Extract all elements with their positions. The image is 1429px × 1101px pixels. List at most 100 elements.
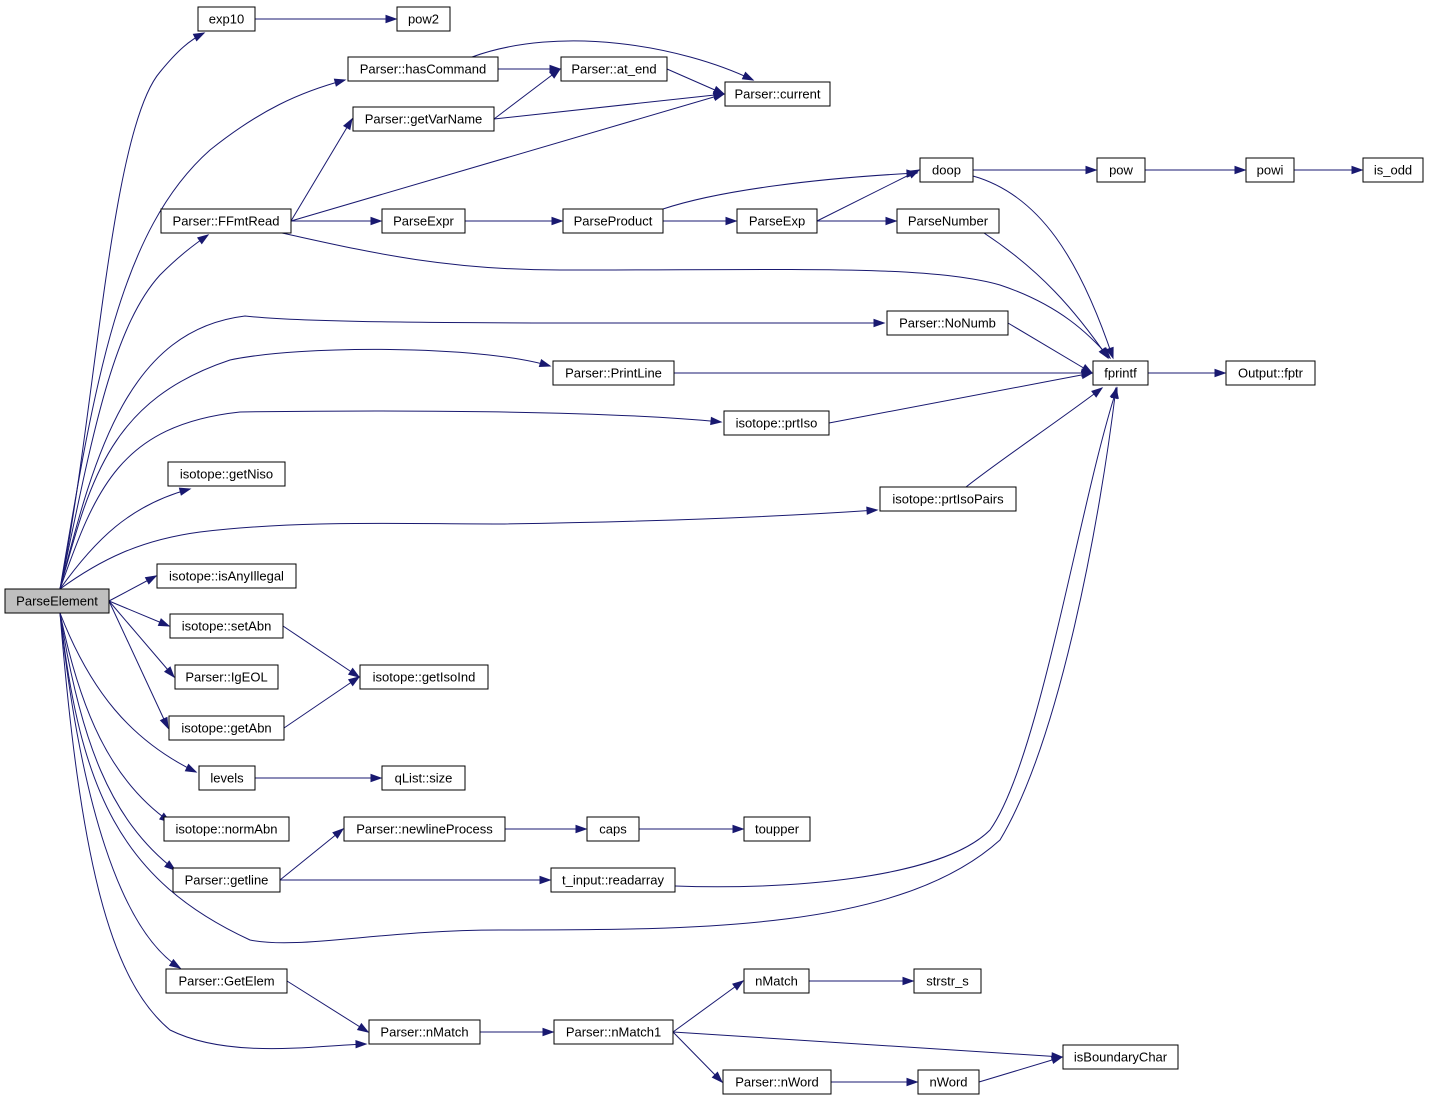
edge-getVarName-to-current <box>493 90 726 120</box>
node-label: ParseNumber <box>908 214 989 229</box>
node-exp10[interactable]: exp10 <box>197 6 256 32</box>
edge-GetElem-to-PnMatch <box>286 980 370 1033</box>
node-pow2[interactable]: pow2 <box>396 6 451 32</box>
arrowhead <box>1234 165 1247 175</box>
node-isboundarychar[interactable]: isBoundaryChar <box>1062 1044 1179 1070</box>
node-box <box>896 208 1000 234</box>
edge-ParseElement-to-levels <box>59 612 198 773</box>
edge-ParseElement-to-NoNumb <box>59 315 886 590</box>
node-fptr[interactable]: Output::fptr <box>1225 360 1316 386</box>
node-parseexpr[interactable]: ParseExpr <box>381 208 466 234</box>
node-powi[interactable]: powi <box>1245 157 1295 183</box>
node-printline[interactable]: Parser::PrintLine <box>552 360 675 386</box>
node-box <box>1096 157 1146 183</box>
node-hascommand[interactable]: Parser::hasCommand <box>347 56 499 82</box>
edge-NoNumb-to-fprintf <box>1007 322 1094 374</box>
node-label: Output::fptr <box>1238 366 1304 381</box>
node-pnword[interactable]: Parser::nWord <box>722 1069 832 1095</box>
arrowhead <box>332 828 345 839</box>
node-current[interactable]: Parser::current <box>724 81 831 107</box>
node-box <box>163 816 290 842</box>
node-parseexp[interactable]: ParseExp <box>736 208 818 234</box>
node-strstr_s[interactable]: strstr_s <box>913 968 982 994</box>
node-box <box>736 208 818 234</box>
node-box <box>879 486 1017 512</box>
node-box <box>550 867 676 893</box>
node-label: strstr_s <box>926 974 969 989</box>
edge-pow-to-powi <box>1145 165 1247 175</box>
arrowhead <box>1110 386 1119 399</box>
node-label: Parser::nWord <box>735 1075 819 1090</box>
node-setabn[interactable]: isotope::setAbn <box>169 613 284 639</box>
arrowhead <box>168 958 182 969</box>
edge-levels-to-qsize <box>255 773 383 783</box>
node-normabn[interactable]: isotope::normAbn <box>163 816 290 842</box>
node-pnmatch[interactable]: Parser::nMatch <box>368 1019 481 1045</box>
node-nword[interactable]: nWord <box>917 1069 980 1095</box>
arrowhead <box>1085 165 1098 175</box>
node-box <box>1062 1044 1179 1070</box>
node-box <box>723 410 830 436</box>
node-getline[interactable]: Parser::getline <box>172 867 281 893</box>
node-label: Parser::getVarName <box>365 112 483 127</box>
node-label: Parser::current <box>735 87 821 102</box>
arrowhead <box>551 216 564 226</box>
arrowhead <box>549 68 562 79</box>
node-box <box>396 6 451 32</box>
node-caps[interactable]: caps <box>586 816 640 842</box>
node-getvarname[interactable]: Parser::getVarName <box>352 106 495 132</box>
node-label: Parser::getline <box>185 873 269 888</box>
node-pow[interactable]: pow <box>1096 157 1146 183</box>
node-isanyillegal[interactable]: isotope::isAnyIllegal <box>156 563 297 589</box>
edge-ParseElement-to-FFmtRead <box>59 234 210 590</box>
arrowhead <box>713 90 726 100</box>
node-toupper[interactable]: toupper <box>743 816 811 842</box>
node-nmatch1[interactable]: Parser::nMatch1 <box>553 1019 674 1045</box>
node-box <box>586 816 640 842</box>
edge-ParseExp-to-ParseNumber <box>817 216 898 226</box>
node-getniso[interactable]: isotope::getNiso <box>167 461 286 487</box>
edge-ParseElement-to-fprintf <box>59 386 1119 944</box>
edge-nMatch1-to-PnWord <box>672 1031 724 1084</box>
node-parseelement[interactable]: ParseElement <box>4 588 110 614</box>
node-box <box>1362 157 1424 183</box>
node-box <box>722 1069 832 1095</box>
node-at_end[interactable]: Parser::at_end <box>560 56 668 82</box>
edge-prtIso-to-fprintf <box>828 370 1094 424</box>
node-label: qList::size <box>395 771 453 786</box>
node-igeol[interactable]: Parser::IgEOL <box>174 664 279 690</box>
node-getisoind[interactable]: isotope::getIsoInd <box>359 664 489 690</box>
node-is_odd[interactable]: is_odd <box>1362 157 1424 183</box>
node-nmatchfn[interactable]: nMatch <box>743 968 810 994</box>
node-box <box>172 867 281 893</box>
node-box <box>174 664 279 690</box>
edge-ParseElement-to-isAnyIllegal <box>108 575 158 602</box>
node-parsenumber[interactable]: ParseNumber <box>896 208 1000 234</box>
node-prtiso[interactable]: isotope::prtIso <box>723 410 830 436</box>
arrowhead <box>157 618 171 627</box>
node-getelem[interactable]: Parser::GetElem <box>165 968 288 994</box>
node-fprintf[interactable]: fprintf <box>1092 360 1149 386</box>
node-readarray[interactable]: t_input::readarray <box>550 867 676 893</box>
node-nonumb[interactable]: Parser::NoNumb <box>886 310 1009 336</box>
node-ffmtread[interactable]: Parser::FFmtRead <box>160 208 292 234</box>
arrowhead <box>1050 1056 1064 1065</box>
node-doop[interactable]: doop <box>919 157 974 183</box>
node-levels[interactable]: levels <box>198 765 256 791</box>
node-box <box>368 1019 481 1045</box>
arrowhead <box>370 773 383 783</box>
node-newlineprocess[interactable]: Parser::newlineProcess <box>343 816 506 842</box>
node-parseproduct[interactable]: ParseProduct <box>562 208 664 234</box>
edge-at_end-to-current <box>666 68 726 95</box>
node-prtisopairs[interactable]: isotope::prtIsoPairs <box>879 486 1017 512</box>
node-label: ParseExp <box>749 214 805 229</box>
edge-powi-to-is_odd <box>1294 165 1364 175</box>
node-label: Parser::nMatch <box>380 1025 468 1040</box>
edge-ParseElement-to-getAbn <box>108 600 169 730</box>
node-getabn[interactable]: isotope::getAbn <box>168 715 285 741</box>
edge-PrintLine-to-fprintf <box>674 368 1094 378</box>
node-label: fprintf <box>1104 366 1137 381</box>
node-box <box>1092 360 1149 386</box>
node-qsize[interactable]: qList::size <box>381 765 466 791</box>
node-box <box>343 816 506 842</box>
